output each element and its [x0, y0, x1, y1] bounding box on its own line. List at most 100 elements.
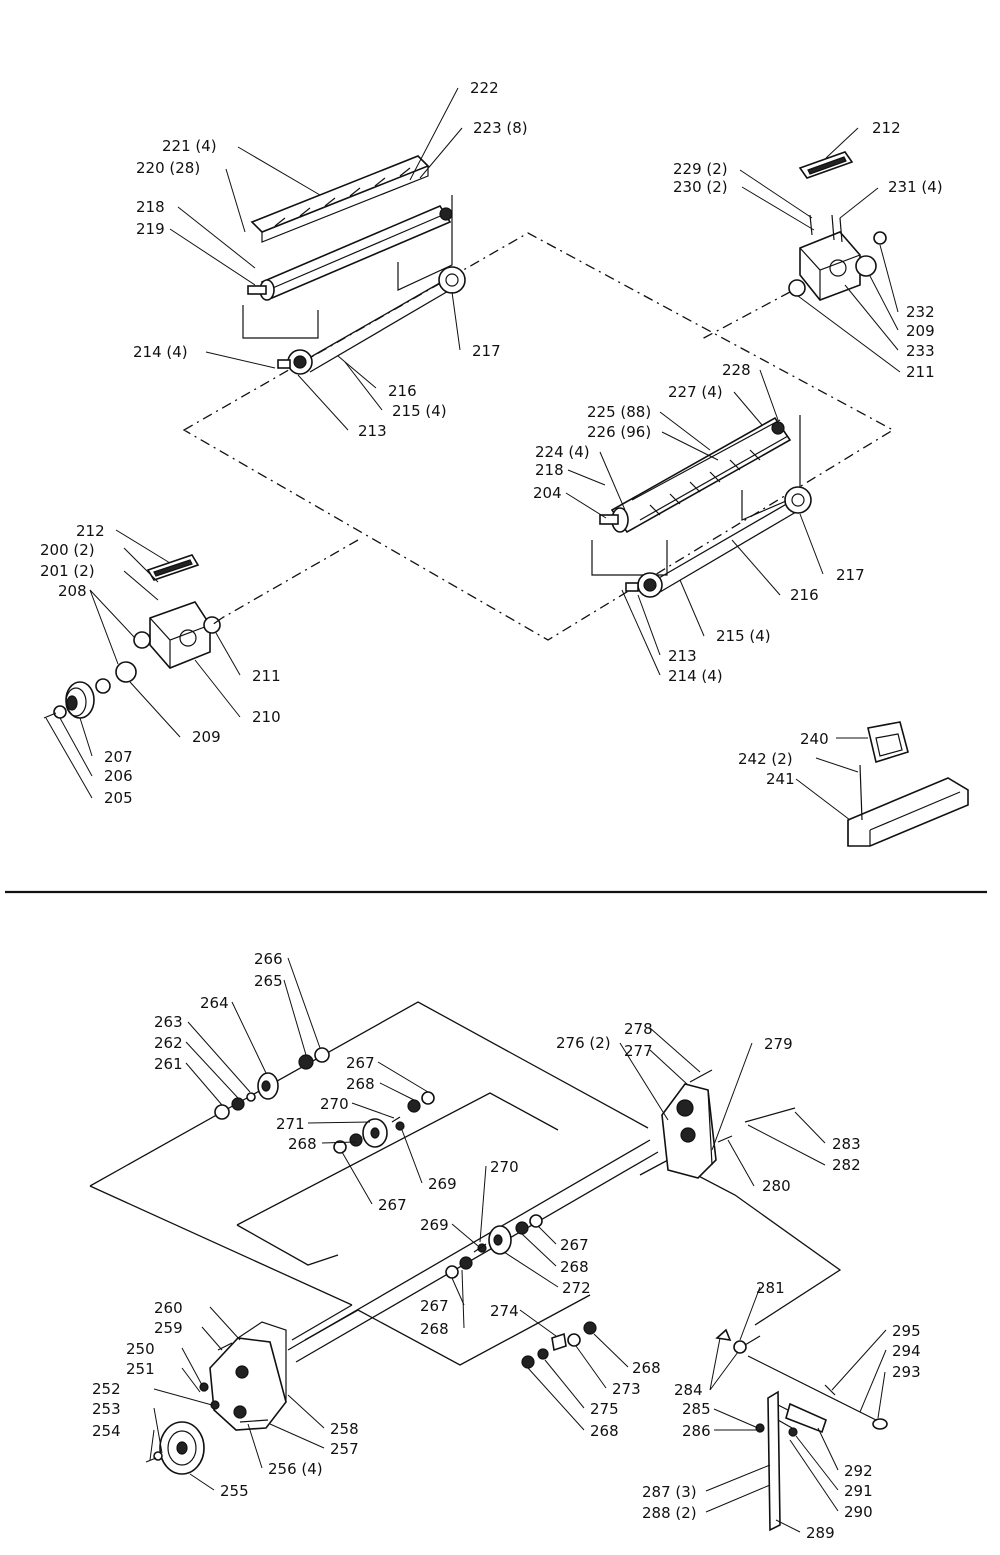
- callout-217: 217: [472, 342, 501, 360]
- callout-213b: 213: [668, 647, 697, 665]
- callout-222: 222: [470, 79, 499, 97]
- callout-221: 221 (4): [162, 137, 217, 155]
- callout-274: 274: [490, 1302, 519, 1320]
- callout-270: 270: [320, 1095, 349, 1113]
- callout-209b: 209: [192, 728, 221, 746]
- callout-250: 250: [126, 1340, 155, 1358]
- callout-251: 251: [126, 1360, 155, 1378]
- ring-211-upper: [788, 279, 806, 297]
- callout-268: 268: [346, 1075, 375, 1093]
- callout-265: 265: [254, 972, 283, 990]
- callout-255: 255: [220, 1482, 249, 1500]
- ring-208b: [95, 678, 111, 694]
- callout-labels-lower: 266 265 264 263 262 261 267 268 270 271 …: [92, 950, 921, 1542]
- handle-281: [715, 1328, 761, 1354]
- bearing-268c: [459, 1256, 473, 1270]
- screws-256: [239, 1419, 269, 1423]
- bearing-268b: [349, 1133, 363, 1147]
- main-shaft: [287, 1139, 659, 1363]
- callout-275: 275: [590, 1400, 619, 1418]
- hold-down-plate-212-upper: [798, 151, 854, 179]
- callout-269b: 269: [420, 1216, 449, 1234]
- callout-213: 213: [358, 422, 387, 440]
- callout-267b: 267: [378, 1196, 407, 1214]
- callout-209: 209: [906, 322, 935, 340]
- callout-280: 280: [762, 1177, 791, 1195]
- callout-257: 257: [330, 1440, 359, 1458]
- callout-201: 201 (2): [40, 562, 95, 580]
- bearing-209-lower: [115, 661, 137, 683]
- callout-233: 233: [906, 342, 935, 360]
- callout-211: 211: [906, 363, 935, 381]
- callout-214: 214 (4): [133, 343, 188, 361]
- clutch-274: [551, 1332, 567, 1352]
- alignment-dash-left-branch: [221, 539, 359, 619]
- callout-268f: 268: [590, 1422, 619, 1440]
- bracket-289: [767, 1390, 793, 1532]
- callout-206: 206: [104, 767, 133, 785]
- callout-216b: 216: [790, 586, 819, 604]
- callout-227: 227 (4): [668, 383, 723, 401]
- gear-272: [488, 1225, 512, 1255]
- callout-260: 260: [154, 1299, 183, 1317]
- callout-215: 215 (4): [392, 402, 447, 420]
- bearing-268a: [407, 1099, 421, 1113]
- gear-alignment-outline-inner: [236, 1092, 559, 1266]
- lever-292: [785, 1402, 827, 1434]
- callout-269: 269: [428, 1175, 457, 1193]
- callout-208: 208: [58, 582, 87, 600]
- callout-212: 212: [872, 119, 901, 137]
- callout-216: 216: [388, 382, 417, 400]
- key-270a: [391, 1116, 401, 1123]
- callout-220: 220 (28): [136, 159, 200, 177]
- ring-208: [133, 631, 151, 649]
- callout-287: 287 (3): [642, 1483, 697, 1501]
- bearing-265: [298, 1054, 314, 1070]
- callout-295: 295: [892, 1322, 921, 1340]
- gear-271: [362, 1118, 388, 1148]
- callout-215b: 215 (4): [716, 627, 771, 645]
- callout-264: 264: [200, 994, 229, 1012]
- callout-256: 256 (4): [268, 1460, 323, 1478]
- spacer-269a: [395, 1121, 405, 1131]
- pin-280: [717, 1135, 733, 1143]
- callout-204: 204: [533, 484, 562, 502]
- callout-229: 229 (2): [673, 160, 728, 178]
- callout-278: 278: [624, 1020, 653, 1038]
- rod-294: [747, 1355, 881, 1423]
- callout-268c: 268: [560, 1258, 589, 1276]
- gear-264: [257, 1072, 279, 1100]
- callout-272: 272: [562, 1279, 591, 1297]
- callout-258: 258: [330, 1420, 359, 1438]
- key-270b: [473, 1243, 487, 1253]
- callout-200: 200 (2): [40, 541, 95, 559]
- alignment-dash-right-branch: [699, 291, 791, 341]
- pin-295: [824, 1384, 836, 1396]
- bearing-housing-213-lower: [625, 572, 663, 598]
- shaft-216-upper: [301, 279, 446, 363]
- callout-290: 290: [844, 1503, 873, 1521]
- screw-254: [145, 1457, 157, 1463]
- callout-285: 285: [682, 1400, 711, 1418]
- callout-283: 283: [832, 1135, 861, 1153]
- callout-228: 228: [722, 361, 751, 379]
- callout-240: 240: [800, 730, 829, 748]
- alignment-dash-pulley: [211, 617, 223, 626]
- callout-253: 253: [92, 1400, 121, 1418]
- callout-labels-upper: 222 221 (4) 223 (8) 220 (28) 218 219 214…: [40, 79, 943, 807]
- roller-boundary-right: [397, 195, 453, 291]
- leader-lines: [45, 87, 901, 1533]
- gear-alignment-outline-outer: [89, 1001, 649, 1341]
- callout-276: 276 (2): [556, 1034, 611, 1052]
- callout-214b: 214 (4): [668, 667, 723, 685]
- ring-267b: [333, 1140, 347, 1154]
- hold-down-plate-212-lower: [146, 554, 200, 581]
- callout-286: 286: [682, 1422, 711, 1440]
- callout-288: 288 (2): [642, 1504, 697, 1522]
- ring-266: [314, 1047, 330, 1063]
- callout-211b: 211: [252, 667, 281, 685]
- roller-boundary-lower-right: [741, 415, 801, 521]
- callout-268e: 268: [632, 1359, 661, 1377]
- callout-284: 284: [674, 1381, 703, 1399]
- callout-292: 292: [844, 1462, 873, 1480]
